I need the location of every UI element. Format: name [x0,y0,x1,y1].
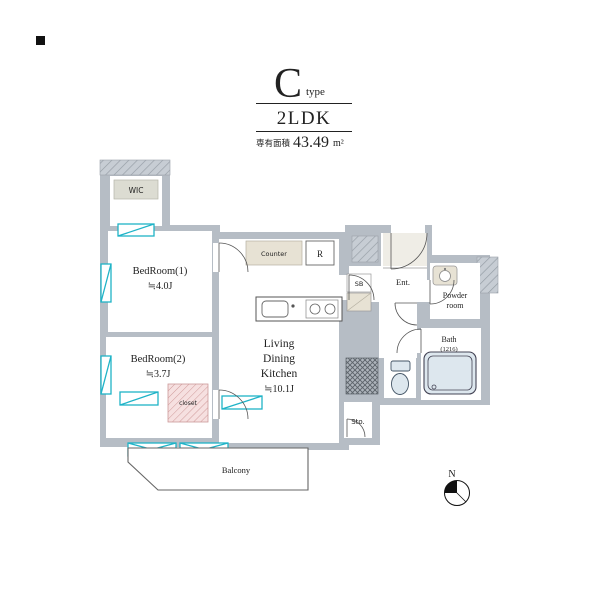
ldk-door-arc [348,274,375,301]
entrance-tile [383,233,427,266]
bath-name: Bath [441,335,456,344]
ldk-label-kitchen: Kitchen [261,368,298,380]
door-openings [213,225,431,419]
balcony-outline [127,447,309,491]
hatched-columns [99,159,499,294]
room-storage [344,402,372,438]
bathtub-icon [423,351,477,395]
powder-label-1: Powder [443,291,468,300]
fridge-box [305,240,335,266]
bedroom1-door-arc [218,242,249,273]
pipe-shaft-hatch [345,357,379,395]
closet-box [167,383,209,423]
shoebox-label: SB [355,280,364,288]
ldk-size: ≒10.1J [264,384,294,395]
wic-label: WIC [129,186,144,195]
shoebox-box [346,273,372,293]
bedroom1-name: BedRoom(1) [133,266,188,277]
ldk-label-dining: Dining [263,353,295,365]
bath-door-arc [396,328,422,354]
storage-label: Sto. [351,418,365,426]
door-arcs [218,232,455,438]
powder-label-2: room [447,301,465,310]
room-washroom [379,302,417,358]
bedroom2-size: ≒3.7J [146,369,171,380]
counter-box [245,240,303,266]
sink-icon [261,300,289,318]
room-bedroom1 [108,231,212,332]
bedroom2-door-arc [218,389,249,420]
title-block: C type 2LDK 専有面積 43.49 m² [256,61,352,151]
corner-mark [36,36,45,45]
window-icon-3 [100,355,112,395]
type-word: type [306,86,325,98]
washroom-door-arc [394,302,418,326]
storage-door-arc [346,418,366,438]
washbasin-icon [432,265,458,286]
area-label: 専有面積 [256,138,291,148]
window-icon-4 [119,391,159,406]
powder-door-arc [429,279,455,305]
entrance-door-arc [390,232,428,270]
bath-size: (1216) [440,346,457,353]
bedroom2-name: BedRoom(2) [131,354,186,365]
stove-icon [305,299,339,319]
type-letter: C [274,61,302,107]
compass-icon: N [444,469,470,506]
faucet-icon [291,304,295,308]
compass-north-label: N [448,469,455,480]
area-value: 43.49 [293,134,329,151]
ldk-label-living: Living [264,338,295,350]
wic-label-box [113,179,159,200]
fixtures [113,179,477,423]
closet-label: closet [179,400,197,407]
room-labels: WIC BedRoom(1) ≒4.0J BedRoom(2) ≒3.7J Li… [129,186,468,475]
entrance-label: Ent. [396,277,410,287]
layout-label: 2LDK [277,108,332,129]
window-icon-1 [117,223,155,237]
window-icon-2 [100,263,112,303]
area-unit: m² [333,138,344,149]
fridge-label: R [317,249,323,259]
bedroom1-size: ≒4.0J [148,281,173,292]
window-icon-5 [221,395,263,410]
counter-label: Counter [261,250,287,258]
kitchen-unit-icon [255,296,343,322]
toilet-icon [390,360,411,395]
balcony-label: Balcony [222,465,251,475]
